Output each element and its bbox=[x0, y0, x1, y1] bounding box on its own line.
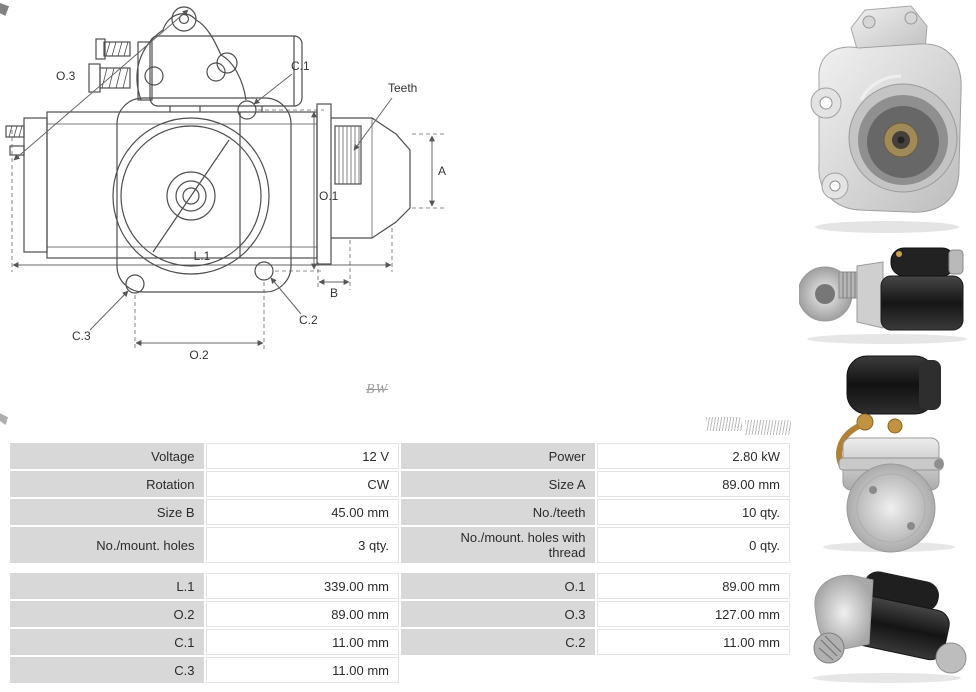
front-view-diagram: O.3 C.1 O.1 C.3 O.2 C.2 bbox=[13, 6, 339, 362]
starter-front-outline bbox=[112, 6, 292, 294]
spec-label-power: Power bbox=[401, 443, 595, 469]
spec-label-o3: O.3 bbox=[401, 601, 595, 627]
spec-table-dimensions: L.1 339.00 mm O.1 89.00 mm O.2 89.00 mm … bbox=[10, 573, 790, 683]
spec-label-c1: C.1 bbox=[10, 629, 204, 655]
spec-value-c3: 11.00 mm bbox=[205, 657, 399, 683]
spec-value-l1: 339.00 mm bbox=[205, 573, 399, 599]
spec-label-teeth-count: No./teeth bbox=[401, 499, 595, 525]
front-dimension-lines bbox=[13, 9, 324, 350]
spec-label-size-b: Size B bbox=[10, 499, 204, 525]
spec-value-size-a: 89.00 mm bbox=[596, 471, 790, 497]
spec-label-size-a: Size A bbox=[401, 471, 595, 497]
spec-label-mount-holes-threaded: No./mount. holes with thread bbox=[401, 527, 595, 563]
watermark-hatch-2 bbox=[745, 420, 791, 435]
watermark-hatch-1 bbox=[706, 417, 742, 431]
spec-label-o2: O.2 bbox=[10, 601, 204, 627]
spec-table-main: Voltage 12 V Power 2.80 kW Rotation CW S… bbox=[10, 443, 790, 563]
spec-value-power: 2.80 kW bbox=[596, 443, 790, 469]
watermark-bw: BW bbox=[366, 382, 389, 397]
spec-label-c3: C.3 bbox=[10, 657, 204, 683]
product-photo-angle[interactable] bbox=[798, 560, 976, 686]
product-photo-column bbox=[798, 0, 976, 686]
spec-value-o3: 127.00 mm bbox=[596, 601, 790, 627]
dim-label-c3: C.3 bbox=[72, 329, 91, 343]
dim-label-o2: O.2 bbox=[189, 348, 209, 362]
edge-watermark bbox=[0, 413, 8, 425]
spec-label-voltage: Voltage bbox=[10, 443, 204, 469]
dim-label-c1: C.1 bbox=[291, 59, 310, 73]
product-photo-front[interactable] bbox=[798, 0, 976, 236]
spec-value-o2: 89.00 mm bbox=[205, 601, 399, 627]
spec-label-c2: C.2 bbox=[401, 629, 595, 655]
spec-value-voltage: 12 V bbox=[205, 443, 399, 469]
spec-value-teeth-count: 10 qty. bbox=[596, 499, 790, 525]
spec-value-c2: 11.00 mm bbox=[596, 629, 790, 655]
dim-label-o3: O.3 bbox=[56, 69, 76, 83]
dim-label-c2: C.2 bbox=[299, 313, 318, 327]
spec-table: Voltage 12 V Power 2.80 kW Rotation CW S… bbox=[10, 443, 790, 683]
dim-label-a: A bbox=[438, 164, 446, 178]
spec-label-mount-holes-threaded-text: No./mount. holes with thread bbox=[460, 530, 586, 560]
spec-label-o1: O.1 bbox=[401, 573, 595, 599]
spec-value-c1: 11.00 mm bbox=[205, 629, 399, 655]
spec-label-rotation: Rotation bbox=[10, 471, 204, 497]
spec-value-rotation: CW bbox=[205, 471, 399, 497]
dim-label-b: B bbox=[330, 286, 338, 300]
dim-label-teeth: Teeth bbox=[388, 81, 417, 95]
spec-label-mount-holes: No./mount. holes bbox=[10, 527, 204, 563]
spec-label-l1: L.1 bbox=[10, 573, 204, 599]
spec-value-o1: 89.00 mm bbox=[596, 573, 790, 599]
product-photo-rear[interactable] bbox=[798, 350, 976, 554]
dim-label-l1: L.1 bbox=[194, 249, 211, 263]
product-photo-side[interactable] bbox=[798, 242, 976, 346]
dim-label-o1: O.1 bbox=[319, 189, 339, 203]
spec-value-size-b: 45.00 mm bbox=[205, 499, 399, 525]
corner-watermark bbox=[0, 3, 9, 16]
spec-value-mount-holes: 3 qty. bbox=[205, 527, 399, 563]
spec-value-mount-holes-threaded: 0 qty. bbox=[596, 527, 790, 563]
